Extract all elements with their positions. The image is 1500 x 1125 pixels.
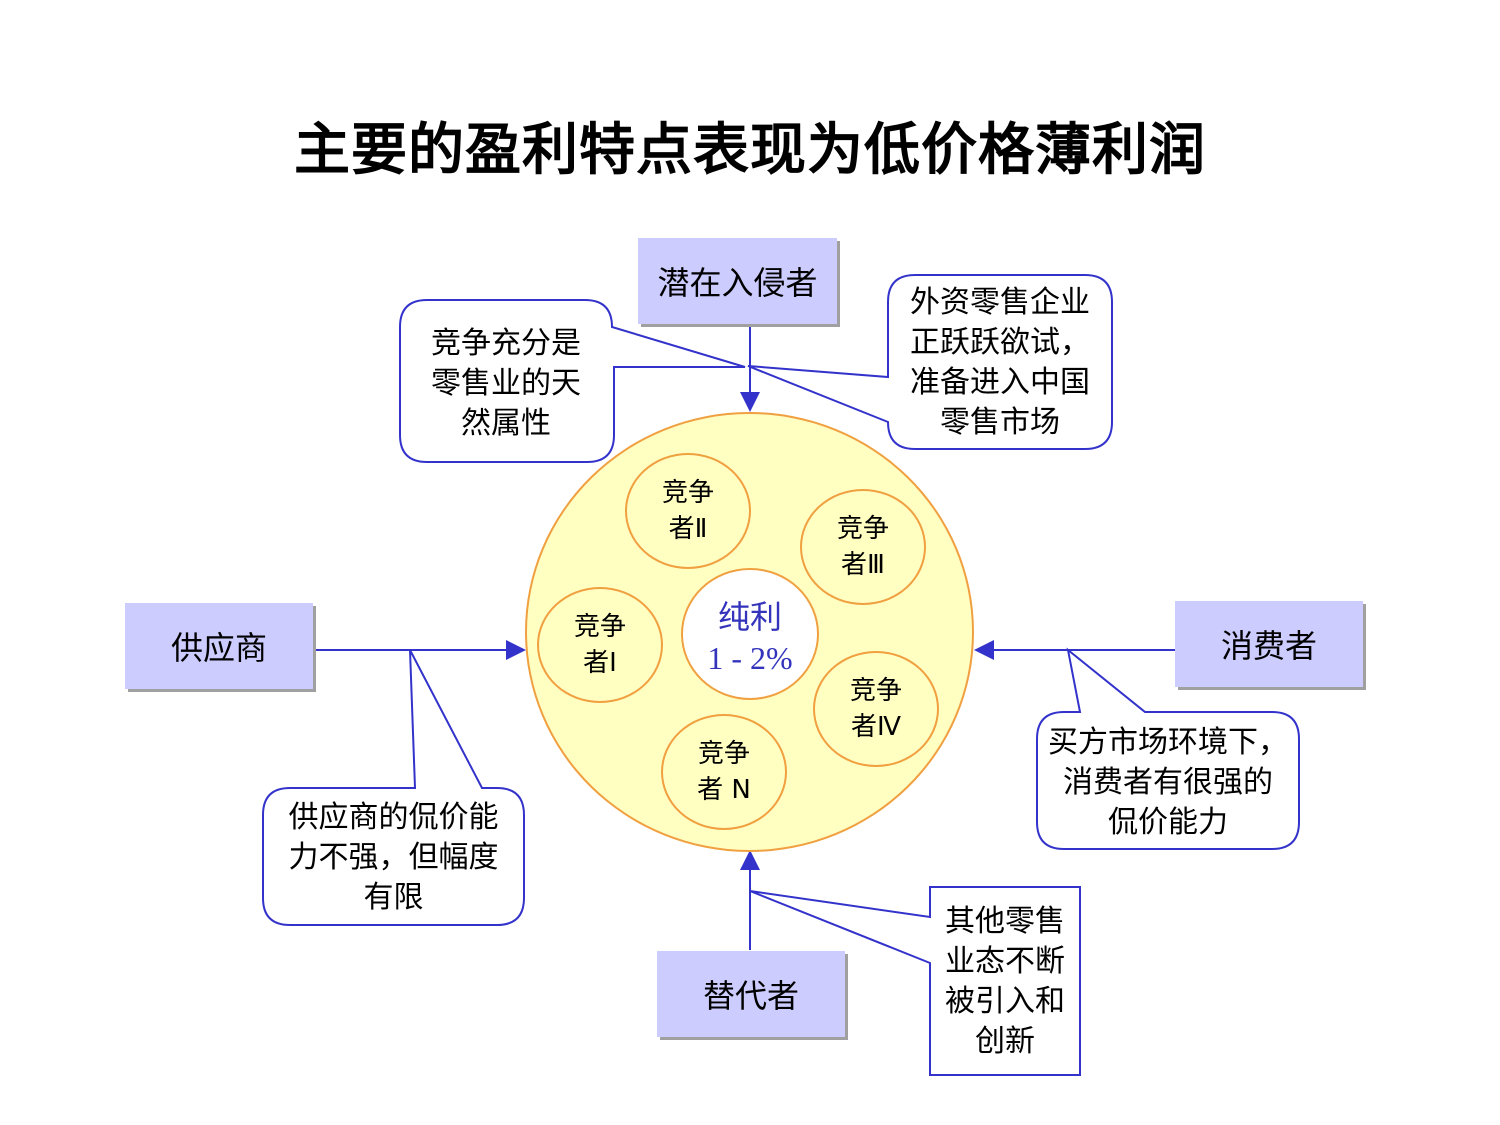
callout-competition <box>399 299 746 463</box>
note-substitute: 其他零售 业态不断 被引入和 创新 <box>945 904 1065 1059</box>
consumers-box: 消费者 <box>1175 601 1363 687</box>
competitor-n: 竞争 者 N <box>661 714 787 830</box>
competitor-3: 竞争 者Ⅲ <box>800 489 926 605</box>
note-competition: 竞争充分是 零售业的天 然属性 <box>431 326 581 441</box>
note-foreign: 外资零售企业 正跃跃欲试， 准备进入中国 零售市场 <box>910 285 1090 440</box>
suppliers-box: 供应商 <box>125 603 313 689</box>
callout-substitute <box>749 886 1081 1076</box>
net-profit-value: 1 - 2% <box>707 639 793 676</box>
competitor-4-label: 竞争 者Ⅳ <box>849 676 902 742</box>
competitor-1-label: 竞争 者Ⅰ <box>573 612 626 678</box>
callout-foreign <box>747 274 1113 450</box>
competitor-3-label: 竞争 者Ⅲ <box>836 514 889 580</box>
callout-consumer <box>1036 647 1300 850</box>
substitutes-label: 替代者 <box>702 977 799 1015</box>
entrants-box: 潜在入侵者 <box>638 238 837 324</box>
competitor-1: 竞争 者Ⅰ <box>537 587 663 703</box>
substitutes-box: 替代者 <box>657 951 845 1037</box>
callout-supplier <box>262 649 525 926</box>
competitor-2-label: 竞争 者Ⅱ <box>661 478 714 544</box>
net-profit-circle: 纯利 1 - 2% <box>681 568 819 700</box>
note-consumer-power: 买方市场环境下， 消费者有很强的 侃价能力 <box>1048 725 1288 840</box>
entrants-label: 潜在入侵者 <box>657 264 818 302</box>
page-title: 主要的盈利特点表现为低价格薄利润 <box>294 118 1206 183</box>
consumers-label: 消费者 <box>1220 627 1317 665</box>
note-supplier-power: 供应商的侃价能 力不强，但幅度 有限 <box>288 800 499 915</box>
competitor-2: 竞争 者Ⅱ <box>625 453 751 569</box>
competitor-n-label: 竞争 者 N <box>697 739 751 805</box>
competitor-4: 竞争 者Ⅳ <box>813 651 939 767</box>
net-profit-label: 纯利 <box>717 597 782 636</box>
suppliers-label: 供应商 <box>170 629 267 667</box>
